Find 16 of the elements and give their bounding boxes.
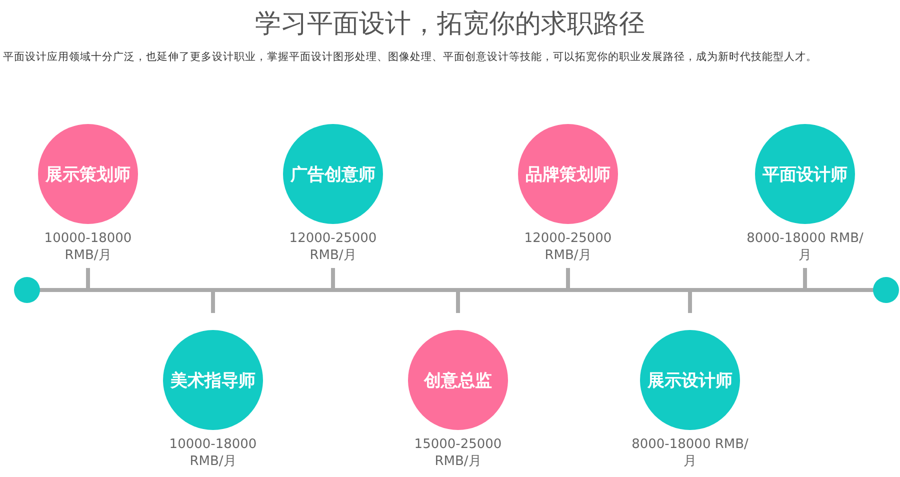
title: 学习平面设计，拓宽你的求职路径 bbox=[254, 8, 646, 41]
job-circle: 创意总监 bbox=[408, 330, 508, 430]
salary-text: 12000-25000 RMB/月 bbox=[288, 230, 378, 264]
job-circle: 展示设计师 bbox=[640, 330, 740, 430]
intro-text: 平面设计应用领域十分广泛，也延伸了更多设计职业，掌握平面设计图形处理、图像处理、平面创意设计等技能，可以拓宽你的职业发展路径，成为新时代技能型人才。 bbox=[3, 50, 817, 64]
job-circle: 美术指导师 bbox=[163, 330, 263, 430]
salary-text: 15000-25000 RMB/月 bbox=[413, 436, 503, 470]
salary-text: 10000-18000 RMB/月 bbox=[43, 230, 133, 264]
job-circle: 品牌策划师 bbox=[518, 124, 618, 224]
salary-text: 8000-18000 RMB/月 bbox=[630, 436, 750, 470]
job-circle: 展示策划师 bbox=[38, 124, 138, 224]
salary-text: 10000-18000 RMB/月 bbox=[168, 436, 258, 470]
job-circle: 平面设计师 bbox=[755, 124, 855, 224]
salary-text: 12000-25000 RMB/月 bbox=[523, 230, 613, 264]
salary-text: 8000-18000 RMB/月 bbox=[746, 230, 864, 264]
job-circle: 广告创意师 bbox=[283, 124, 383, 224]
